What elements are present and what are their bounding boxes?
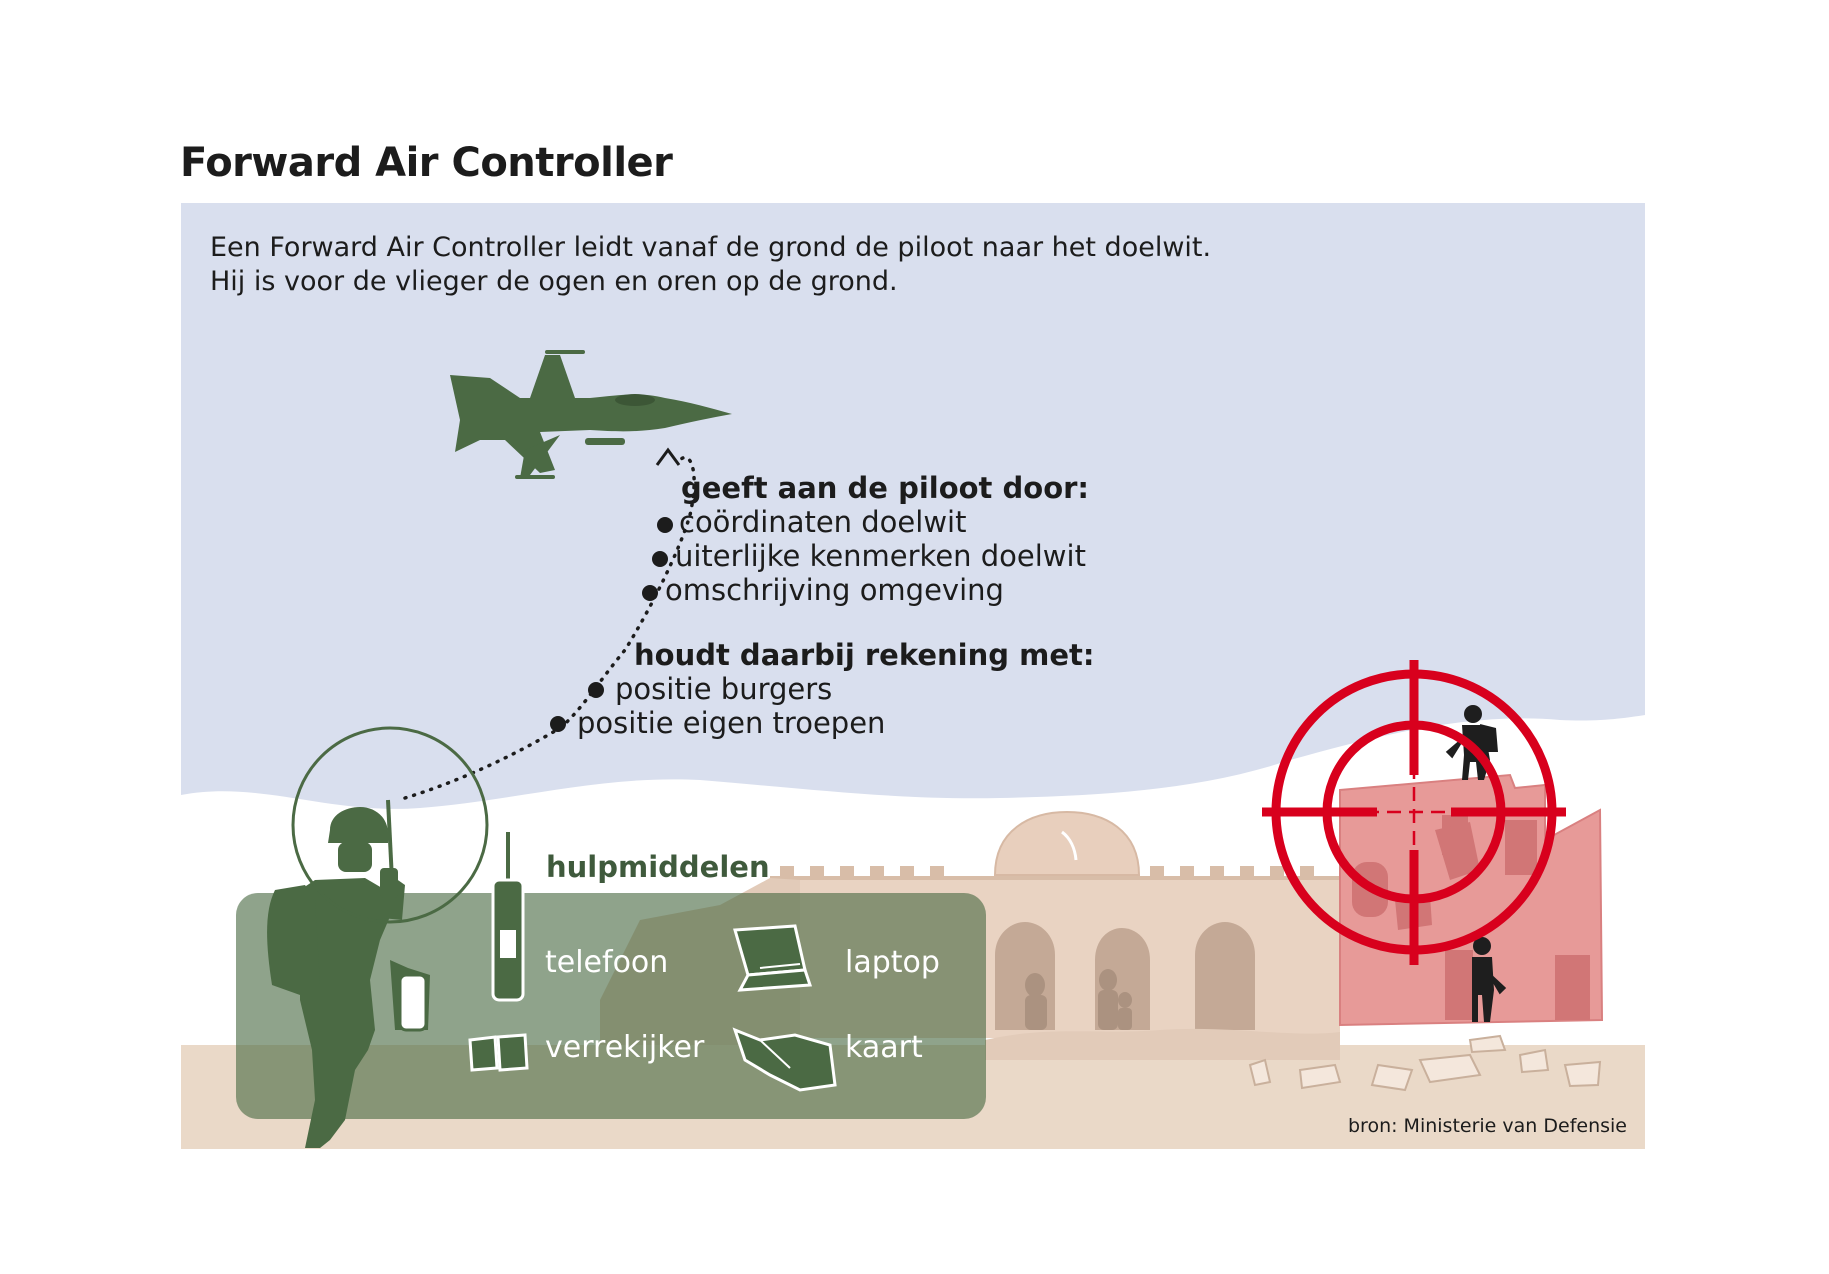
tool-label-phone: telefoon bbox=[545, 945, 669, 980]
phone-icon bbox=[491, 832, 525, 1002]
source-credit: bron: Ministerie van Defensie bbox=[1348, 1115, 1627, 1137]
tool-label-map: kaart bbox=[845, 1030, 923, 1065]
intro-line-2: Hij is voor de vlieger de ogen en oren o… bbox=[210, 266, 898, 297]
tools-header: hulpmiddelen bbox=[546, 850, 770, 884]
considerations-item: positie burgers bbox=[615, 672, 833, 706]
tool-label-laptop: laptop bbox=[845, 945, 940, 980]
considerations-header: houdt daarbij rekening met: bbox=[634, 638, 1095, 672]
pilot-info-header: geeft aan de piloot door: bbox=[681, 471, 1090, 505]
intro-line-1: Een Forward Air Controller leidt vanaf d… bbox=[210, 232, 1212, 263]
pilot-info-item: omschrijving omgeving bbox=[665, 573, 1004, 607]
laptop-icon bbox=[733, 924, 813, 992]
page-title: Forward Air Controller bbox=[180, 140, 673, 186]
radio-range-circle bbox=[291, 726, 489, 924]
pilot-info-item: uiterlijke kenmerken doelwit bbox=[675, 539, 1086, 573]
tool-label-binoculars: verrekijker bbox=[545, 1030, 705, 1065]
communication-path bbox=[403, 447, 696, 800]
map-icon bbox=[732, 1027, 837, 1092]
considerations-item: positie eigen troepen bbox=[577, 706, 886, 740]
pilot-info-item: coördinaten doelwit bbox=[679, 505, 967, 539]
soldier-icon bbox=[267, 799, 430, 1148]
target-reticle-icon bbox=[1262, 660, 1566, 965]
fighter-jet-icon bbox=[450, 350, 732, 479]
binoculars-icon bbox=[468, 1033, 529, 1072]
